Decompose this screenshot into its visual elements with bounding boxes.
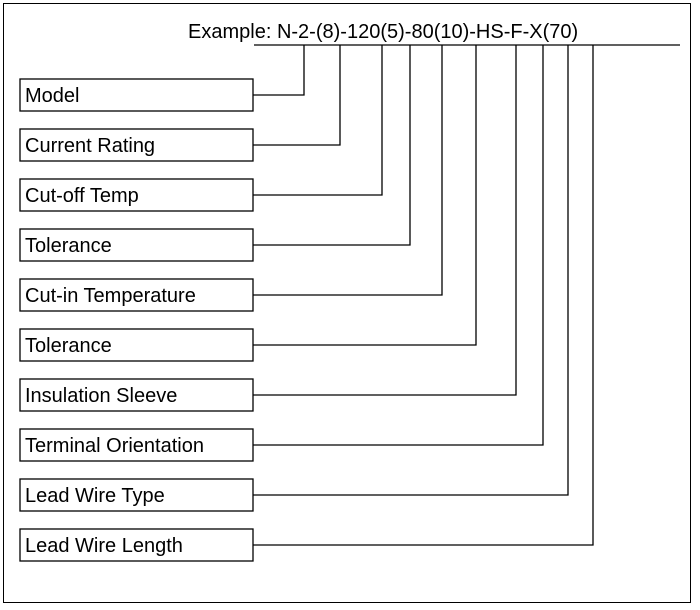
field-label-lead-wire-type: Lead Wire Type [25,485,165,507]
field-label-tolerance-1: Tolerance [25,235,112,257]
field-label-current-rating: Current Rating [25,135,155,157]
example-seg-cutin-temp: (5) [380,21,404,43]
example-seg-terminal: -HS [469,21,503,43]
example-seg-lead-type: -F [504,21,523,43]
example-code: Example: N-2-(8)-120(5)-80(10)-HS-F-X(70… [188,21,578,43]
field-box-cutin-temperature [19,278,254,312]
field-label-lead-wire-length: Lead Wire Length [25,535,183,557]
example-seg-model: N [277,21,291,43]
field-label-insulation-sleeve: Insulation Sleeve [25,385,177,407]
leader-line-lead-wire-type [253,45,569,496]
leader-line-model [253,45,305,96]
field-box-tolerance-1 [19,228,254,262]
leader-line-insulation-sleeve [253,45,517,396]
example-seg-tolerance-2: -80 [405,21,434,43]
example-seg-current-rating: -2- [291,21,315,43]
leader-line-cutin-temperature [253,45,443,296]
field-box-tolerance-2 [19,328,254,362]
leader-line-lead-wire-length [253,45,594,546]
example-prefix: Example: [188,21,277,43]
leader-line-terminal-orientation [253,45,544,446]
leader-line-current-rating [253,45,341,146]
leader-line-cutoff-temp [253,45,383,196]
field-label-cutoff-temp: Cut-off Temp [25,185,139,207]
field-box-lead-wire-type [19,478,254,512]
example-seg-tolerance-1: -120 [340,21,380,43]
example-seg-cutoff-temp: (8) [316,21,340,43]
field-label-cutin-temperature: Cut-in Temperature [25,285,196,307]
field-box-terminal-orientation [19,428,254,462]
example-seg-lead-length: -X [523,21,543,43]
diagram-frame [3,3,691,603]
leader-line-tolerance-2 [253,45,477,346]
field-label-model: Model [25,85,79,107]
field-box-model [19,78,254,112]
field-box-lead-wire-length [19,528,254,562]
field-label-terminal-orientation: Terminal Orientation [25,435,204,457]
field-box-cutoff-temp [19,178,254,212]
example-seg-lead-length-value: (70) [543,21,579,43]
example-seg-insulation: (10) [434,21,470,43]
field-label-tolerance-2: Tolerance [25,335,112,357]
leader-line-tolerance-1 [253,45,411,246]
